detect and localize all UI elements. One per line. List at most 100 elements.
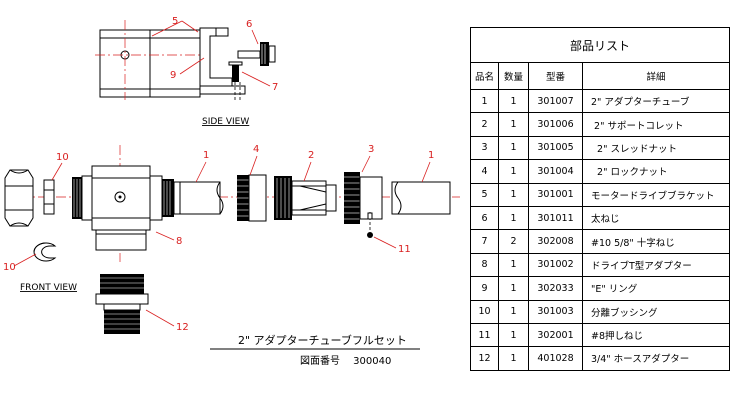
side-clamp [199, 27, 246, 95]
detail-cell: ドライブT型アダプター [581, 252, 731, 278]
e-ring-front [33, 242, 57, 262]
detail-cell: 2" サポートコレット [581, 112, 731, 137]
header-item-no: 品名 [470, 62, 499, 90]
assembly-title-block: 2" アダプターチューブフルセット 図面番号 300040 [210, 333, 420, 367]
callout-5: 5 [172, 16, 178, 27]
item-no-cell: 8 [470, 252, 499, 278]
model-number-cell: 401028 [528, 346, 583, 371]
push-screw [367, 212, 373, 238]
item-no-cell: 1 [470, 88, 499, 114]
quantity-cell: 1 [498, 252, 529, 278]
quantity-cell: 1 [498, 205, 529, 231]
callout-4: 4 [253, 144, 259, 155]
bushing-hex-end [4, 169, 34, 227]
detail-cell: モータードライブブラケット [581, 182, 731, 207]
callout-12: 12 [176, 322, 189, 333]
quantity-cell: 1 [498, 322, 529, 348]
thumb-screw [237, 42, 276, 66]
drawing-number: 図面番号 300040 [300, 355, 391, 367]
quantity-cell: 1 [498, 299, 529, 324]
detail-cell: "E" リング [581, 276, 731, 301]
quantity-cell: 1 [498, 112, 529, 137]
detail-cell: #8押しねじ [581, 322, 731, 348]
detail-cell: 2" アダプターチューブ [581, 88, 731, 114]
quantity-cell: 1 [498, 276, 529, 301]
adapter-tube-right [391, 181, 451, 215]
callout-10-front: 10 [3, 262, 16, 273]
model-number-cell: 302001 [528, 322, 583, 348]
quantity-cell: 1 [498, 346, 529, 371]
hose-adapter [95, 274, 149, 334]
detail-cell: 分離ブッシング [581, 299, 731, 324]
callout-1-left: 1 [203, 150, 209, 161]
header-details: 詳細 [581, 62, 731, 90]
quantity-cell: 1 [498, 159, 529, 184]
model-number-cell: 301002 [528, 252, 583, 278]
model-number-cell: 301006 [528, 112, 583, 137]
callout-11: 11 [398, 244, 411, 255]
model-number-cell: 302008 [528, 229, 583, 254]
adapter-tube-left [179, 181, 224, 215]
header-quantity: 数量 [498, 62, 529, 90]
item-no-cell: 6 [470, 205, 499, 231]
detail-cell: 2" スレッドナット [581, 135, 731, 161]
item-no-cell: 2 [470, 112, 499, 137]
side-view: SIDE VIEW [95, 20, 276, 127]
separator-bushing [43, 179, 55, 215]
callout-1-right: 1 [428, 150, 434, 161]
model-number-cell: 301004 [528, 159, 583, 184]
model-number-cell: 301001 [528, 182, 583, 207]
lock-nut [237, 174, 267, 222]
parts-list-title: 部品リスト [469, 27, 731, 63]
item-no-cell: 3 [470, 135, 499, 161]
item-no-cell: 7 [470, 229, 499, 254]
item-no-cell: 11 [470, 322, 499, 348]
drive-t-adapter [72, 165, 181, 251]
model-number-cell: 301007 [528, 88, 583, 114]
quantity-cell: 2 [498, 229, 529, 254]
callout-3: 3 [368, 144, 374, 155]
assembly-title: 2" アダプターチューブフルセット [238, 333, 407, 347]
header-model-number: 型番 [528, 62, 583, 90]
item-no-cell: 4 [470, 159, 499, 184]
callout-10-top: 10 [56, 152, 69, 163]
callout-8: 8 [176, 236, 182, 247]
model-number-cell: 301005 [528, 135, 583, 161]
item-no-cell: 9 [470, 276, 499, 301]
detail-cell: 3/4" ホースアダプター [581, 346, 731, 371]
front-view: FRONT VIEW [20, 242, 77, 293]
callout-6: 6 [246, 19, 252, 30]
small-screw [228, 61, 243, 100]
motor-drive-bracket [95, 20, 210, 100]
detail-cell: 2" ロックナット [581, 159, 731, 184]
item-no-cell: 12 [470, 346, 499, 371]
thread-nut [344, 172, 383, 224]
callout-9: 9 [170, 70, 176, 81]
item-no-cell: 5 [470, 182, 499, 207]
quantity-cell: 1 [498, 88, 529, 114]
callout-2: 2 [308, 150, 314, 161]
callouts: 5 6 9 7 10 1 4 2 3 1 8 11 10 12 [3, 16, 434, 333]
model-number-cell: 301003 [528, 299, 583, 324]
assembly-drawing: SIDE VIEW [3, 16, 460, 367]
support-collet [274, 176, 337, 220]
model-number-cell: 301011 [528, 205, 583, 231]
front-view-label: FRONT VIEW [20, 283, 77, 293]
quantity-cell: 1 [498, 182, 529, 207]
side-view-label: SIDE VIEW [202, 117, 249, 127]
callout-7: 7 [272, 82, 278, 93]
